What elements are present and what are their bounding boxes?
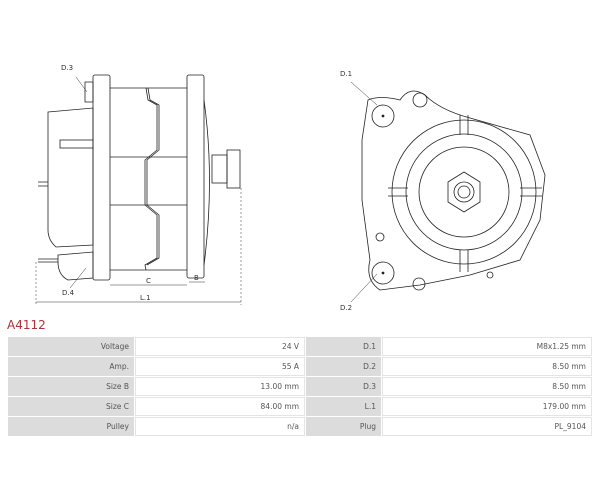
spec-value: M8x1.25 mm (382, 337, 592, 356)
spec-label: Amp. (8, 357, 134, 376)
label-l1: L.1 (140, 294, 151, 302)
product-code-title: A4112 (7, 318, 46, 332)
spec-value: 55 A (135, 357, 305, 376)
spec-label: Size C (8, 397, 134, 416)
spec-label: D.1 (306, 337, 381, 356)
label-b: B (194, 274, 199, 282)
spec-label: Voltage (8, 337, 134, 356)
spec-value: 179.00 mm (382, 397, 592, 416)
spec-label: L.1 (306, 397, 381, 416)
technical-drawing: D.3 D.4 C B L.1 D.1 D.2 (35, 64, 546, 312)
label-d2: D.2 (340, 304, 352, 312)
spec-value: 84.00 mm (135, 397, 305, 416)
spec-value: 13.00 mm (135, 377, 305, 396)
spec-value: 8.50 mm (382, 377, 592, 396)
label-d3: D.3 (61, 64, 73, 72)
label-d1: D.1 (340, 70, 352, 78)
table-row: Size B 13.00 mm D.3 8.50 mm (8, 377, 592, 396)
table-row: Voltage 24 V D.1 M8x1.25 mm (8, 337, 592, 356)
table-row: Amp. 55 A D.2 8.50 mm (8, 357, 592, 376)
spec-value: n/a (135, 417, 305, 436)
table-row: Pulley n/a Plug PL_9104 (8, 417, 592, 436)
table-row: Size C 84.00 mm L.1 179.00 mm (8, 397, 592, 416)
spec-label: Plug (306, 417, 381, 436)
spec-label: Size B (8, 377, 134, 396)
dimension-lines (35, 76, 378, 305)
front-view-drawing (361, 90, 546, 291)
spec-label: Pulley (8, 417, 134, 436)
side-view-drawing (38, 74, 241, 281)
spec-label: D.3 (306, 377, 381, 396)
spec-value: 24 V (135, 337, 305, 356)
label-d4: D.4 (62, 289, 75, 297)
label-c: C (146, 277, 151, 285)
specs-table: Voltage 24 V D.1 M8x1.25 mm Amp. 55 A D.… (7, 336, 593, 437)
spec-value: PL_9104 (382, 417, 592, 436)
spec-value: 8.50 mm (382, 357, 592, 376)
spec-label: D.2 (306, 357, 381, 376)
